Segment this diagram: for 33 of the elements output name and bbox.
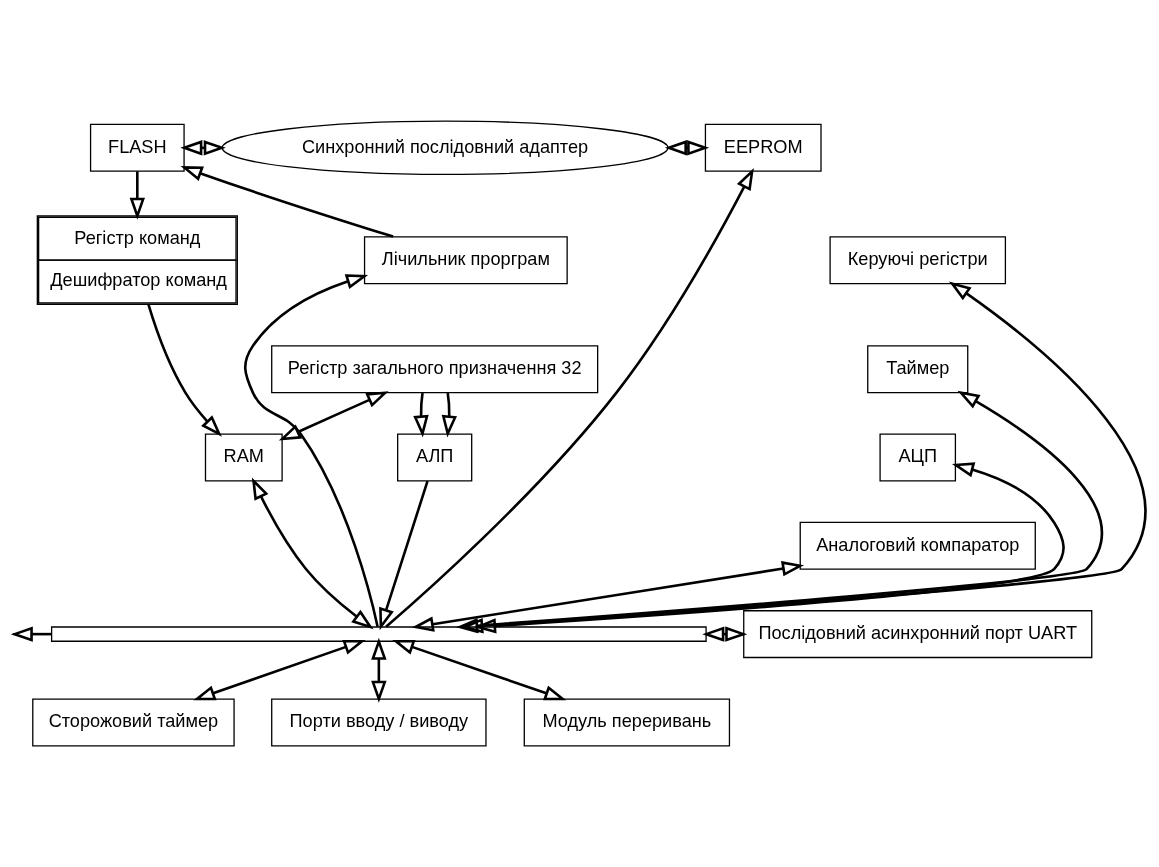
arrow (385, 167, 754, 628)
node-box: АЛП (397, 433, 473, 482)
node-box: Лічильник прорграм (363, 236, 568, 285)
node-box: Таймер (867, 345, 969, 394)
node-box: EEPROM (704, 123, 822, 172)
arrow (147, 304, 222, 437)
arrow (392, 639, 567, 701)
arrow (379, 480, 429, 631)
arrow (702, 626, 748, 642)
arrow (278, 391, 389, 441)
node-ellipse: Синхронний послідовний адаптер (221, 120, 669, 176)
node-box: АЦП (879, 433, 957, 482)
node-bar (50, 626, 707, 642)
node-box: Керуючі регістри (829, 236, 1007, 285)
arrow (441, 392, 458, 438)
arrow (129, 171, 146, 220)
node-box: Модуль переривань (523, 698, 731, 747)
node-box: Сторожовий таймер (32, 698, 235, 747)
arrow (411, 561, 805, 632)
node-box: FLASH (89, 123, 185, 172)
node-box: Послідовний асинхронний порт UART (743, 610, 1093, 659)
arrow (180, 140, 226, 156)
node-box: Аналоговий компаратор (799, 521, 1036, 570)
arrow (180, 166, 394, 238)
arrow (244, 274, 379, 628)
node-box: Порти вводу / виводу (271, 698, 487, 747)
node-box: RAM (204, 433, 283, 482)
arrow (193, 640, 366, 701)
arrow (251, 477, 374, 630)
arrow (371, 637, 387, 703)
arrow (664, 140, 710, 156)
node-box: Регістр загального призначення 32 (271, 345, 599, 394)
arrow (413, 392, 429, 438)
